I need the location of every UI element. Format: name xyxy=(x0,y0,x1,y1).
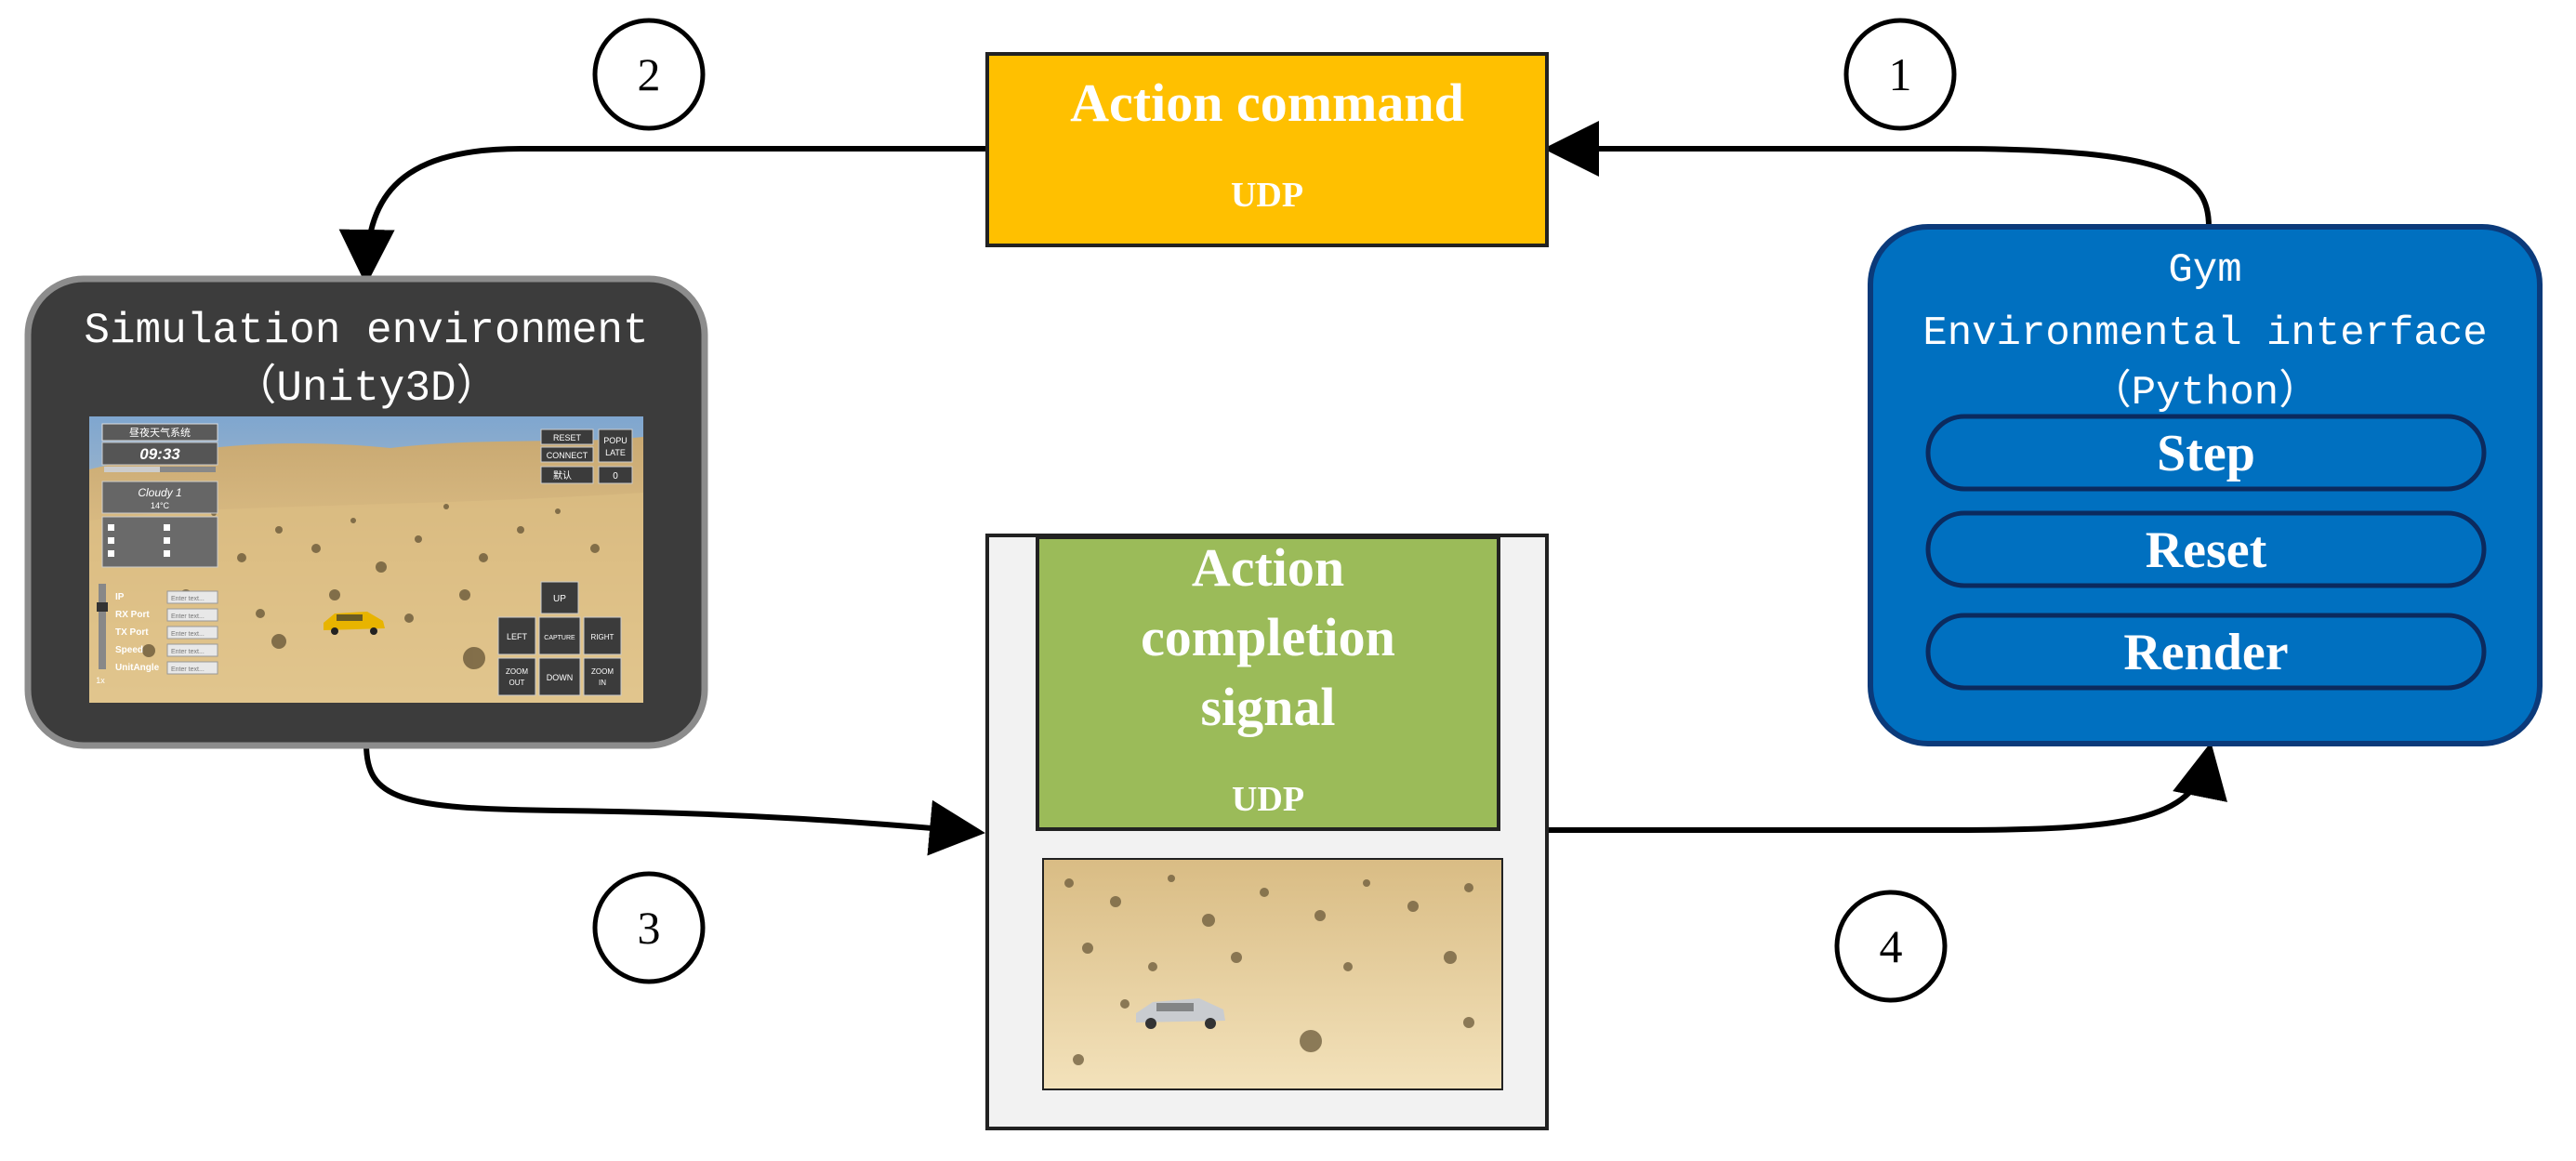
completion-protocol: UDP xyxy=(1232,780,1304,819)
speed-slider-handle[interactable] xyxy=(97,602,108,612)
tx-port-input[interactable] xyxy=(166,626,218,640)
left-button[interactable] xyxy=(497,616,536,655)
rx-port-input[interactable] xyxy=(166,608,218,622)
capture-label: CAPTURE xyxy=(544,635,575,641)
zoom-out-label-2: OUT xyxy=(509,679,525,687)
step-button-label: Step xyxy=(2157,425,2255,482)
default-dropdown[interactable] xyxy=(540,466,594,484)
action-command-background xyxy=(985,52,1549,247)
simulation-environment-box: Simulation environment （Unity3D） xyxy=(24,275,708,749)
left-label: LEFT xyxy=(507,632,528,641)
zoom-out-label-1: ZOOM xyxy=(506,667,528,676)
unit-angle-input[interactable] xyxy=(166,661,218,675)
speed-placeholder: Enter text... xyxy=(171,649,205,655)
zoom-out-button[interactable] xyxy=(497,657,536,696)
step-2-badge: 2 xyxy=(592,18,706,131)
weather-system-title: 昼夜天气系统 xyxy=(129,426,191,439)
ip-label: IP xyxy=(115,592,125,602)
arrow-gym-to-command xyxy=(1543,121,2212,228)
arrow-completion-to-gym xyxy=(1547,742,2227,833)
down-button[interactable] xyxy=(538,657,581,696)
unity-screenshot: 昼夜天气系统 09:33 Cloudy 1 14°C RESET xyxy=(89,416,643,703)
populate-button[interactable] xyxy=(598,429,633,463)
populate-label-2: LATE xyxy=(605,448,626,457)
up-button[interactable] xyxy=(540,581,579,614)
connection-fields: 1x IP Enter text... RX Port Enter text..… xyxy=(96,584,218,685)
ip-placeholder: Enter text... xyxy=(171,596,205,602)
gym-subtitle: Environmental interface xyxy=(1922,310,2487,357)
step-2-label: 2 xyxy=(638,48,661,100)
clock-display: 09:33 xyxy=(139,445,180,463)
completion-title-line-2: completion xyxy=(1141,607,1395,667)
zoom-in-label-2: IN xyxy=(599,679,606,687)
weather-label: Cloudy 1 xyxy=(138,486,181,499)
step-1-label: 1 xyxy=(1889,48,1912,100)
right-label: RIGHT xyxy=(591,633,614,641)
reset-button[interactable] xyxy=(1925,510,2487,588)
capture-button[interactable] xyxy=(538,616,581,655)
connect-button[interactable] xyxy=(540,446,594,463)
yellow-car-icon xyxy=(324,612,385,635)
ip-input[interactable] xyxy=(166,590,218,604)
completion-signal-box xyxy=(1036,535,1500,831)
reset-sim-button[interactable] xyxy=(540,429,594,445)
camera-dpad: UP LEFT CAPTURE RIGHT ZOOM OUT DOWN ZOOM… xyxy=(497,581,622,696)
default-label: 默认 xyxy=(553,469,572,482)
unit-angle-label: UnitAngle xyxy=(115,663,160,673)
count-label: 0 xyxy=(613,471,618,482)
time-slider[interactable] xyxy=(104,467,160,472)
top-right-controls: RESET CONNECT POPU LATE 默认 0 xyxy=(540,429,633,484)
unit-angle-placeholder: Enter text... xyxy=(171,666,205,673)
speed-label: Speed xyxy=(115,645,143,655)
rx-port-label: RX Port xyxy=(115,610,150,620)
simulation-title: Simulation environment xyxy=(84,307,648,355)
reset-sim-label: RESET xyxy=(553,433,582,442)
tx-port-placeholder: Enter text... xyxy=(171,631,205,638)
observation-image xyxy=(1042,858,1503,1090)
temperature-label: 14°C xyxy=(151,501,170,510)
completion-signal-container: Action completion signal UDP xyxy=(985,534,1549,1130)
arrow-command-to-simulation xyxy=(338,146,987,285)
populate-label-1: POPU xyxy=(603,436,627,445)
render-button-label: Render xyxy=(2123,624,2288,681)
gym-language: （Python） xyxy=(2091,368,2319,416)
action-command-title: Action command xyxy=(1070,73,1464,133)
completion-title-line-1: Action xyxy=(1192,537,1344,598)
speed-slider-track[interactable] xyxy=(99,584,106,669)
gym-title: Gym xyxy=(2168,247,2241,294)
arrow-simulation-to-completion xyxy=(363,743,985,856)
step-4-badge: 4 xyxy=(1834,890,1948,1003)
simulation-subtitle: （Unity3D） xyxy=(233,363,498,413)
completion-title-line-3: signal xyxy=(1200,677,1335,737)
grey-car-icon xyxy=(1136,998,1225,1029)
weather-panel: 昼夜天气系统 09:33 Cloudy 1 14°C xyxy=(101,423,218,568)
step-4-label: 4 xyxy=(1880,920,1903,972)
rx-port-placeholder: Enter text... xyxy=(171,613,205,620)
step-1-badge: 1 xyxy=(1843,18,1957,131)
down-label: DOWN xyxy=(547,673,574,682)
step-3-badge: 3 xyxy=(592,871,706,984)
render-button[interactable] xyxy=(1925,613,2487,691)
speed-input[interactable] xyxy=(166,643,218,657)
count-field[interactable] xyxy=(598,466,633,484)
zoom-in-label-1: ZOOM xyxy=(591,667,614,676)
connect-label: CONNECT xyxy=(547,451,588,460)
zoom-in-button[interactable] xyxy=(583,657,622,696)
up-label: UP xyxy=(553,594,566,604)
action-command-box: Action command UDP xyxy=(985,52,1549,247)
slider-value: 1x xyxy=(96,676,105,685)
tx-port-label: TX Port xyxy=(115,627,149,638)
action-command-protocol: UDP xyxy=(1231,176,1303,215)
right-button[interactable] xyxy=(583,616,622,655)
reset-button-label: Reset xyxy=(2146,521,2267,579)
gym-interface-box: Gym Environmental interface （Python） Ste… xyxy=(1868,224,2543,746)
step-button[interactable] xyxy=(1925,414,2487,492)
step-3-label: 3 xyxy=(638,902,661,954)
